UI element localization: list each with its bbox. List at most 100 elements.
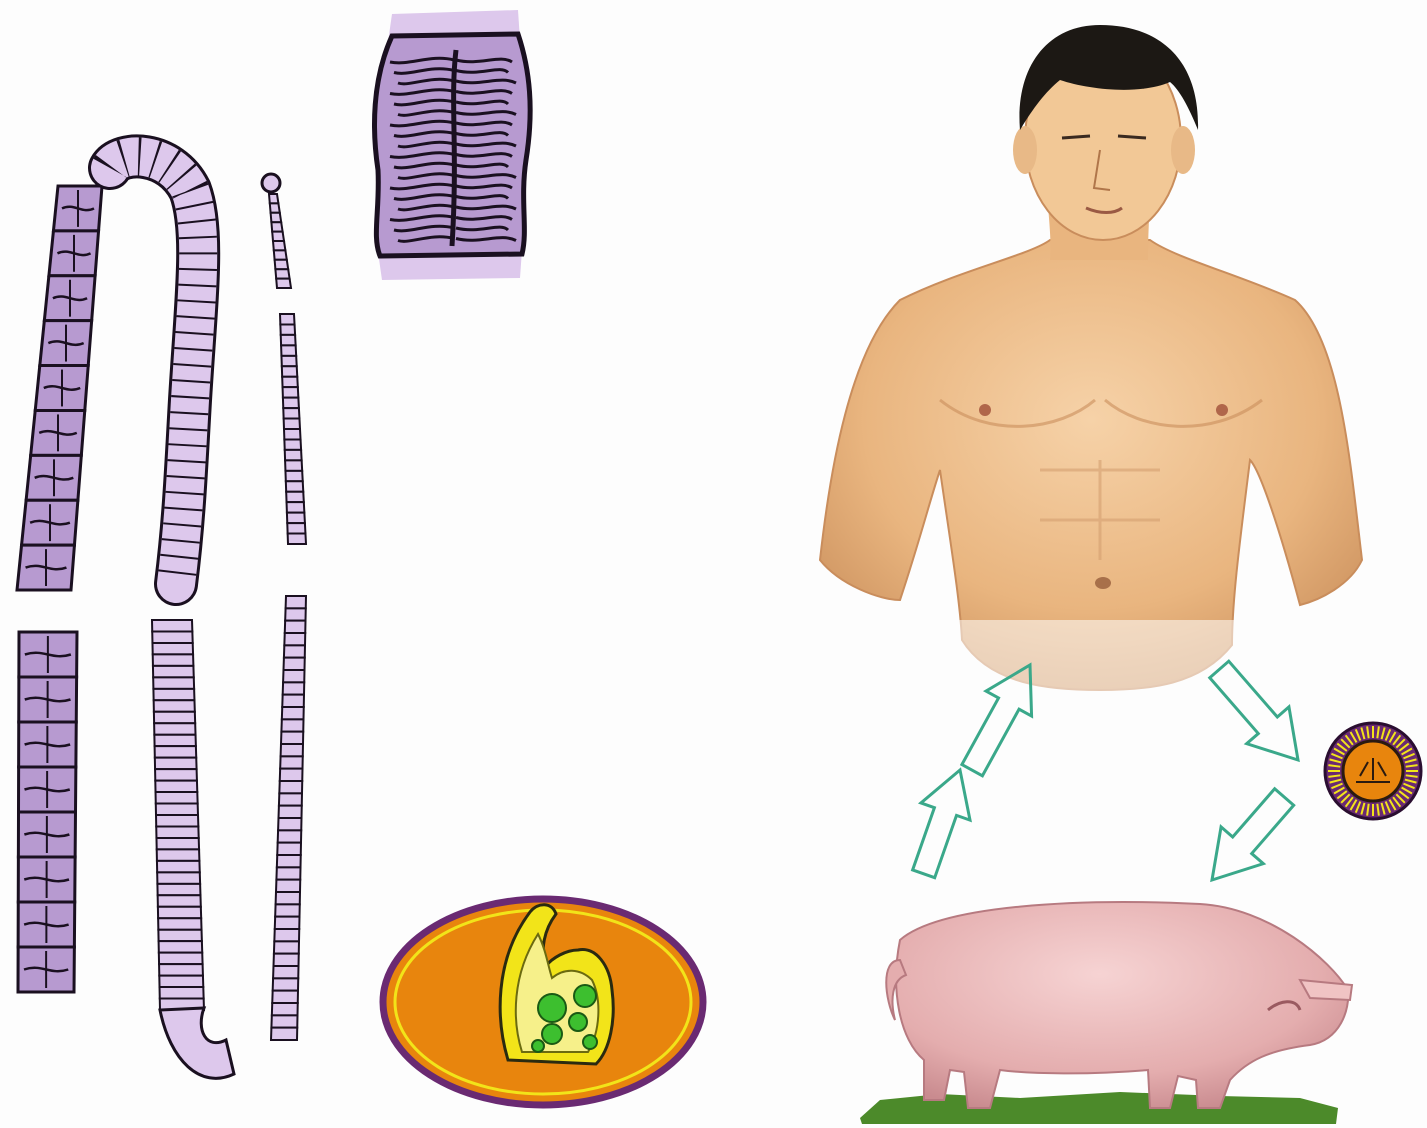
neck-segment bbox=[270, 203, 280, 212]
proglottid bbox=[158, 895, 201, 906]
proglottid bbox=[281, 719, 303, 731]
proglottid bbox=[156, 804, 198, 815]
proglottid bbox=[285, 460, 302, 470]
proglottid bbox=[283, 670, 304, 682]
proglottid bbox=[160, 987, 204, 998]
proglottid bbox=[275, 917, 300, 929]
proglottid-chain-immature bbox=[110, 156, 234, 1078]
proglottid bbox=[157, 884, 200, 895]
proglottid bbox=[280, 324, 295, 334]
proglottid bbox=[283, 408, 299, 418]
proglottid bbox=[280, 769, 303, 781]
neck-segment bbox=[276, 279, 291, 288]
proglottid bbox=[156, 838, 199, 849]
proglottid bbox=[159, 953, 203, 964]
proglottid bbox=[286, 492, 304, 502]
scolex-and-neck bbox=[262, 174, 306, 1040]
proglottid bbox=[279, 806, 302, 818]
proglottid bbox=[285, 471, 302, 481]
proglottid bbox=[283, 682, 305, 694]
proglottid bbox=[287, 513, 305, 523]
proglottid bbox=[157, 861, 200, 872]
proglottid bbox=[157, 849, 200, 860]
proglottid bbox=[271, 1015, 297, 1027]
proglottid bbox=[276, 892, 300, 904]
human-host bbox=[820, 25, 1362, 700]
proglottid bbox=[154, 735, 196, 746]
proglottid bbox=[284, 429, 301, 439]
proglottid bbox=[153, 654, 194, 665]
proglottid bbox=[285, 450, 302, 460]
proglottid bbox=[282, 366, 297, 376]
neck-segment bbox=[275, 260, 289, 269]
neck-segment bbox=[274, 250, 287, 259]
proglottid bbox=[159, 964, 203, 975]
proglottid bbox=[274, 954, 299, 966]
proglottid bbox=[284, 645, 305, 657]
proglottid bbox=[159, 976, 203, 987]
neck-segment bbox=[271, 213, 282, 222]
proglottid bbox=[154, 723, 195, 734]
proglottid bbox=[152, 620, 192, 631]
proglottid bbox=[278, 830, 302, 842]
proglottid bbox=[273, 978, 299, 990]
proglottid bbox=[153, 666, 194, 677]
proglottid bbox=[275, 904, 300, 916]
proglottid bbox=[153, 677, 194, 688]
proglottid bbox=[152, 631, 192, 642]
proglottid bbox=[285, 608, 306, 620]
gravid-proglottid bbox=[375, 10, 531, 280]
cysticercus bbox=[383, 899, 703, 1105]
proglottid bbox=[274, 929, 299, 941]
egg bbox=[1325, 723, 1421, 819]
proglottid bbox=[279, 781, 302, 793]
proglottid bbox=[155, 758, 197, 769]
proglottid bbox=[282, 707, 304, 719]
proglottid bbox=[288, 534, 306, 544]
proglottid bbox=[272, 991, 298, 1003]
proglottid bbox=[158, 918, 201, 929]
proglottid bbox=[274, 941, 299, 953]
proglottid bbox=[277, 855, 301, 867]
proglottid bbox=[284, 419, 300, 429]
proglottid bbox=[153, 689, 194, 700]
proglottid bbox=[156, 815, 198, 826]
proglottid bbox=[278, 818, 301, 830]
proglottid bbox=[155, 769, 197, 780]
proglottid bbox=[155, 746, 197, 757]
proglottid bbox=[156, 792, 198, 803]
proglottid bbox=[283, 387, 299, 397]
neck-segment bbox=[275, 269, 289, 278]
proglottid bbox=[285, 621, 306, 633]
proglottid bbox=[155, 781, 197, 792]
proglottid bbox=[282, 377, 298, 387]
proglottid bbox=[283, 398, 299, 408]
proglottid bbox=[286, 596, 306, 608]
proglottid bbox=[284, 658, 305, 670]
scolex-icon bbox=[262, 174, 280, 192]
proglottid bbox=[158, 930, 202, 941]
proglottid bbox=[284, 633, 305, 645]
proglottid bbox=[286, 481, 303, 491]
proglottid bbox=[276, 867, 300, 879]
proglottid bbox=[273, 966, 298, 978]
proglottid bbox=[284, 439, 301, 449]
proglottid bbox=[154, 700, 195, 711]
proglottid bbox=[277, 843, 301, 855]
neck-segment bbox=[273, 241, 285, 250]
proglottid bbox=[281, 744, 303, 756]
proglottid bbox=[281, 356, 296, 366]
neck-segment bbox=[272, 232, 284, 241]
proglottid bbox=[152, 643, 193, 654]
proglottid bbox=[271, 1028, 297, 1040]
proglottid-chain-mature bbox=[17, 186, 102, 992]
proglottid bbox=[272, 1003, 298, 1015]
proglottid bbox=[281, 335, 296, 345]
proglottid bbox=[280, 314, 295, 324]
arrow-egg-to-pig bbox=[1212, 789, 1294, 880]
proglottid bbox=[282, 695, 304, 707]
proglottid bbox=[156, 826, 198, 837]
neck-segment bbox=[271, 222, 282, 231]
proglottid bbox=[281, 732, 303, 744]
